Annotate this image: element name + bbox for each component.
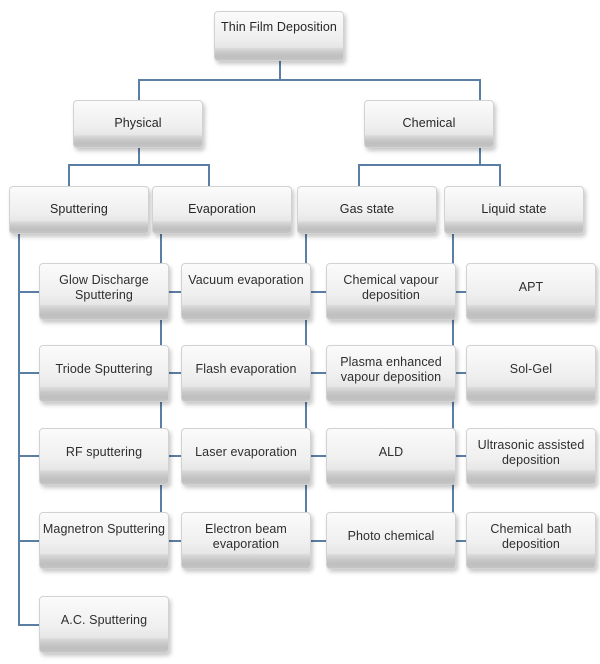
node-label: Thin Film Deposition bbox=[221, 20, 337, 34]
node-label: Glow Discharge Sputtering bbox=[59, 273, 149, 302]
node-label: Photo chemical bbox=[347, 529, 435, 543]
connector-root-to-physical bbox=[138, 79, 140, 100]
node-ald[interactable]: ALD bbox=[326, 428, 456, 485]
connector-root-stem bbox=[279, 61, 281, 79]
connector-sputtering-branch-4 bbox=[18, 540, 40, 542]
node-sputtering[interactable]: Sputtering bbox=[9, 186, 149, 234]
connector-chemical-to-liquid bbox=[499, 164, 501, 186]
connector-liquid-branch-3 bbox=[452, 455, 474, 457]
node-evaporation[interactable]: Evaporation bbox=[152, 186, 292, 234]
node-sol-gel[interactable]: Sol-Gel bbox=[466, 345, 596, 402]
node-label: Sol-Gel bbox=[509, 362, 553, 376]
node-glow-discharge-sputtering[interactable]: Glow Discharge Sputtering bbox=[39, 263, 169, 320]
node-label: Plasma enhanced vapour deposition bbox=[340, 355, 442, 384]
node-vacuum-evaporation[interactable]: Vacuum evaporation bbox=[181, 263, 311, 320]
node-label: Gas state bbox=[339, 202, 395, 216]
node-laser-evaporation[interactable]: Laser evaporation bbox=[181, 428, 311, 485]
connector-evaporation-branch-4 bbox=[160, 540, 182, 542]
connector-sputtering-branch-5 bbox=[18, 624, 40, 626]
node-plasma-enhanced-vapour-deposition[interactable]: Plasma enhanced vapour deposition bbox=[326, 345, 456, 402]
connector-sputtering-branch-3 bbox=[18, 455, 40, 457]
node-label: ALD bbox=[378, 445, 404, 459]
node-photo-chemical[interactable]: Photo chemical bbox=[326, 512, 456, 569]
connector-physical-bus bbox=[68, 164, 209, 166]
node-ultrasonic-assisted-deposition[interactable]: Ultrasonic assisted deposition bbox=[466, 428, 596, 485]
connector-sputtering-branch-2 bbox=[18, 372, 40, 374]
node-label: A.C. Sputtering bbox=[60, 613, 148, 627]
connector-chemical-to-gas bbox=[358, 164, 360, 186]
connector-evaporation-branch-3 bbox=[160, 455, 182, 457]
connector-chemical-stem bbox=[479, 148, 481, 164]
connector-gas-branch-4 bbox=[305, 540, 327, 542]
connector-liquid-branch-4 bbox=[452, 540, 474, 542]
node-label: Liquid state bbox=[481, 202, 547, 216]
node-label: Laser evaporation bbox=[195, 445, 297, 459]
node-liquid-state[interactable]: Liquid state bbox=[444, 186, 584, 234]
node-label: Physical bbox=[114, 116, 162, 130]
connector-gas-branch-3 bbox=[305, 455, 327, 457]
node-gas-state[interactable]: Gas state bbox=[297, 186, 437, 234]
connector-physical-to-sputtering bbox=[68, 164, 70, 186]
node-label: Chemical bath deposition bbox=[490, 522, 572, 551]
connector-liquid-branch-1 bbox=[452, 291, 474, 293]
node-chemical[interactable]: Chemical bbox=[364, 100, 494, 148]
node-label: Magnetron Sputtering bbox=[42, 522, 166, 536]
node-rf-sputtering[interactable]: RF sputtering bbox=[39, 428, 169, 485]
connector-physical-stem bbox=[138, 148, 140, 164]
node-apt[interactable]: APT bbox=[466, 263, 596, 320]
node-electron-beam-evaporation[interactable]: Electron beam evaporation bbox=[181, 512, 311, 569]
node-label: Ultrasonic assisted deposition bbox=[477, 438, 585, 467]
connector-root-bus bbox=[138, 79, 481, 81]
node-ac-sputtering[interactable]: A.C. Sputtering bbox=[39, 596, 169, 653]
connector-gas-branch-1 bbox=[305, 291, 327, 293]
node-label: Chemical bbox=[402, 116, 456, 130]
node-label: Electron beam evaporation bbox=[205, 522, 287, 551]
connector-evaporation-branch-2 bbox=[160, 372, 182, 374]
node-label: APT bbox=[518, 280, 544, 294]
connector-sputtering-trunk bbox=[18, 234, 20, 626]
node-magnetron-sputtering[interactable]: Magnetron Sputtering bbox=[39, 512, 169, 569]
connector-root-to-chemical bbox=[479, 79, 481, 100]
node-flash-evaporation[interactable]: Flash evaporation bbox=[181, 345, 311, 402]
connector-physical-to-evaporation bbox=[208, 164, 210, 186]
node-label: Chemical vapour deposition bbox=[343, 273, 439, 302]
node-label: RF sputtering bbox=[65, 445, 143, 459]
node-label: Triode Sputtering bbox=[55, 362, 153, 376]
connector-gas-branch-2 bbox=[305, 372, 327, 374]
connector-evaporation-branch-1 bbox=[160, 291, 182, 293]
node-chemical-bath-deposition[interactable]: Chemical bath deposition bbox=[466, 512, 596, 569]
node-physical[interactable]: Physical bbox=[73, 100, 203, 148]
node-thin-film-deposition[interactable]: Thin Film Deposition bbox=[214, 11, 344, 61]
connector-liquid-branch-2 bbox=[452, 372, 474, 374]
node-label: Sputtering bbox=[50, 202, 108, 216]
node-label: Flash evaporation bbox=[195, 362, 297, 376]
connector-chemical-bus bbox=[358, 164, 500, 166]
node-chemical-vapour-deposition[interactable]: Chemical vapour deposition bbox=[326, 263, 456, 320]
node-triode-sputtering[interactable]: Triode Sputtering bbox=[39, 345, 169, 402]
node-label: Vacuum evaporation bbox=[188, 273, 304, 287]
node-label: Evaporation bbox=[188, 202, 256, 216]
connector-sputtering-branch-1 bbox=[18, 291, 40, 293]
